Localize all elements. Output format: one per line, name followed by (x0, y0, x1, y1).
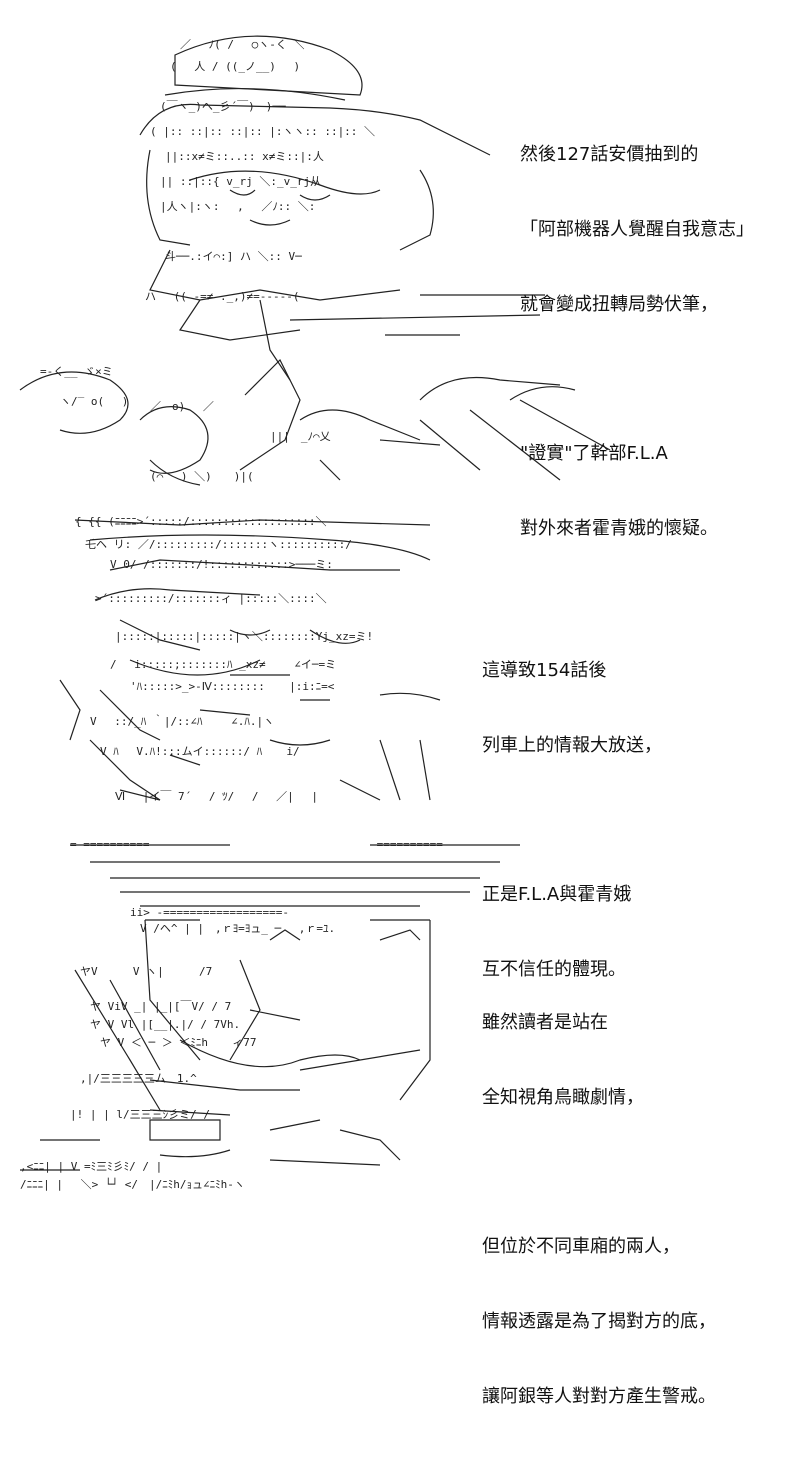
caption-1: 然後127話安價抽到的 「阿部機器人覺醒自我意志」 就會變成扭轉局勢伏筆， "證… (520, 92, 754, 591)
caption-line: "證實"了幹部F.L.A (520, 443, 668, 464)
ascii-art-character-with-trains: ／ ﾉ( / ○ヽ-く ＼ ( 人 / ((_ノ__) ) (￣ヽ_)へ_彡´￣… (0, 0, 800, 500)
svg-text:|:::::|:::::|:::::|ヽ＼::::::::Y: |:::::|:::::|:::::|ヽ＼::::::::Yj_xz=ミ! (115, 630, 373, 643)
caption-2: 這導致154話後 列車上的情報大放送， 正是F.L.A與霍青娥 互不信任的體現。 (482, 608, 662, 1032)
caption-line: 列車上的情報大放送， (482, 735, 662, 756)
ascii-art-character-closeup: { {{ (ﾆﾆﾆﾆ>´:::::/:::::::::::::::::::＼ 乇… (0, 500, 800, 820)
caption-line: 就會變成扭轉局勢伏筆， (520, 294, 718, 315)
svg-text:ii> -==================-: ii> -==================- (130, 906, 289, 919)
caption-line: 雖然讀者是站在 (482, 1012, 608, 1033)
svg-text:乇ヘ リ: ／/:::::::::/:::::::ヽ::::: 乇ヘ リ: ／/:::::::::/:::::::ヽ::::::::::/ (85, 538, 352, 551)
svg-text:|| ::|::{ v_rj ＼:_v_rj从: || ::|::{ v_rj ＼:_v_rj从 (160, 175, 321, 188)
svg-text:-==========-: -==========- (370, 838, 449, 851)
svg-text:ヤ V ＜ ─ ＞ ＜ﾐﾆh ィ77: ヤ V ＜ ─ ＞ ＜ﾐﾆh ィ77 (100, 1036, 256, 1049)
svg-text:ハ (( -=≠ ._,)≠=-----(: ハ (( -=≠ ._,)≠=-----( (145, 290, 299, 303)
svg-text:ヤ ViV _| |_|[￣V/ / 7: ヤ ViV _| |_|[￣V/ / 7 (90, 999, 231, 1013)
svg-text:>´:::::::::/:::::::ィ |:::::＼::: >´:::::::::/:::::::ィ |:::::＼::::＼ (95, 592, 327, 605)
svg-text:Ⅵ |イ￣ 7´ / ﾂ/ / ／| |: Ⅵ |イ￣ 7´ / ﾂ/ / ／| | (115, 789, 318, 803)
caption-gap (520, 367, 754, 391)
svg-text:V ::/_ﾊ ｀|/::∠ﾊ ∠.ﾊ.|ヽ: V ::/_ﾊ ｀|/::∠ﾊ ∠.ﾊ.|ヽ (90, 713, 274, 728)
svg-text:||::x≠ミ::..:: x≠ミ::|:人: ||::x≠ミ::..:: x≠ミ::|:人 (165, 150, 324, 163)
svg-text:ヽ/‾ o( ): ヽ/‾ o( ) (60, 395, 128, 408)
caption-gap (482, 1160, 716, 1184)
caption-line: 全知視角鳥瞰劇情， (482, 1087, 644, 1108)
svg-text:'ﾊ:::::>_>‐Ⅳ:::::::: |:i:ﾆ=<: 'ﾊ:::::>_>‐Ⅳ:::::::: |:i:ﾆ=< (130, 680, 335, 693)
svg-text:,|/三三三三三ム 1.^: ,|/三三三三三ム 1.^ (80, 1072, 197, 1085)
caption-line: 但位於不同車廂的兩人， (482, 1236, 680, 1257)
svg-text:{ {{ (ﾆﾆﾆﾆ>´:::::/::::::::::::: { {{ (ﾆﾆﾆﾆ>´:::::/:::::::::::::::::::＼ (75, 515, 327, 528)
caption-line: 正是F.L.A與霍青娥 (482, 884, 632, 905)
svg-text:( |:: ::|:: ::|:: |:ヽヽ:: ::|::: ( |:: ::|:: ::|:: |:ヽヽ:: ::|:: ＼ (150, 125, 375, 138)
svg-text:( 人 / ((_ノ__) ): ( 人 / ((_ノ__) ) (170, 60, 300, 73)
svg-text:||| _ﾉ⌒乂: ||| _ﾉ⌒乂 (270, 430, 331, 443)
ascii-art-drawing-3: =‐==========- -==========- ii> -========… (20, 838, 520, 1191)
svg-text:=-く__ ゞ×ミ: =-く__ ゞ×ミ (40, 365, 113, 378)
caption-line: 「阿部機器人覺醒自我意志」 (520, 219, 754, 240)
caption-line: 這導致154話後 (482, 660, 607, 681)
panel-3: =‐==========- -==========- ii> -========… (0, 820, 800, 1407)
svg-text:|人ヽ|:ヽ: , ／ﾉ:: ＼:: |人ヽ|:ヽ: , ／ﾉ:: ＼: (160, 200, 315, 213)
svg-text:ヤV V ヽ| /7: ヤV V ヽ| /7 (80, 965, 212, 978)
caption-line: 互不信任的體現。 (482, 959, 626, 980)
ascii-art-drawing-1: ／ ﾉ( / ○ヽ-く ＼ ( 人 / ((_ノ__) ) (￣ヽ_)へ_彡´￣… (19, 35, 611, 486)
caption-line: 對外來者霍青娥的懷疑。 (520, 518, 718, 539)
caption-line: 情報透露是為了揭對方的底， (482, 1311, 716, 1332)
svg-text:/ i:::::;:::::::ﾊ _xz≠ ∠イ─=: / i:::::;:::::::ﾊ _xz≠ ∠イ─=ミ (110, 658, 336, 671)
svg-text:(⌒ ) ＼) )|(: (⌒ ) ＼) )|( (150, 470, 254, 483)
svg-text:V ﾊ V.ﾊ!:::ムイ::::::/ ﾊ i/: V ﾊ V.ﾊ!:::ムイ::::::/ ﾊ i/ (100, 745, 300, 758)
caption-3: 雖然讀者是站在 全知視角鳥瞰劇情， 但位於不同車廂的兩人， 情報透露是為了揭對方… (482, 960, 716, 1459)
svg-text:(￣ヽ_)へ_彡´￣) )──: (￣ヽ_)へ_彡´￣) )── (160, 99, 286, 113)
svg-text:=‐==========-: =‐==========- (70, 838, 156, 851)
svg-text:V 0/ /:::::::/!::::::::::::>──: V 0/ /:::::::/!::::::::::::>───ミ: (110, 558, 333, 571)
svg-text:／ ﾉ( / ○ヽ-く ＼: ／ ﾉ( / ○ヽ-く ＼ (180, 38, 304, 51)
svg-text:,<ﾆﾆ| | V =ﾐ三ﾐ彡ﾐ/ / |: ,<ﾆﾆ| | V =ﾐ三ﾐ彡ﾐ/ / | (20, 1160, 162, 1173)
svg-text:斗──.:イ⌒:] ハ ＼:: V─: 斗──.:イ⌒:] ハ ＼:: V─ (165, 250, 302, 263)
svg-text:/ﾆﾆﾆ| | ＼> └┘ </ |/ﾆﾐh/ｮュ∠ﾆﾐh: /ﾆﾆﾆ| | ＼> └┘ </ |/ﾆﾐh/ｮュ∠ﾆﾐh‐ヽ (20, 1177, 245, 1191)
ascii-art-drawing-2: { {{ (ﾆﾆﾆﾆ>´:::::/:::::::::::::::::::＼ 乇… (59, 515, 441, 803)
ascii-art-character-smirk: =‐==========- -==========- ii> -========… (0, 820, 800, 1200)
panel-1: ／ ﾉ( / ○ヽ-く ＼ ( 人 / ((_ノ__) ) (￣ヽ_)へ_彡´￣… (0, 0, 800, 539)
svg-text:ヤ V Vl |[__|.|/ / 7Vh.: ヤ V Vl |[__|.|/ / 7Vh. (90, 1018, 240, 1031)
svg-text:／ o) ／: ／ o) ／ (150, 400, 214, 413)
caption-line: 讓阿銀等人對對方產生警戒。 (482, 1386, 716, 1407)
svg-text:V /ヘ^ | | ,ｒﾖ=ﾖュ_ ─ ,ｒ=ﾕ.: V /ヘ^ | | ,ｒﾖ=ﾖュ_ ─ ,ｒ=ﾕ. (140, 922, 335, 935)
caption-line: 然後127話安價抽到的 (520, 144, 699, 165)
svg-text:|! | | l/三三三ｼ彡ミ/ /: |! | | l/三三三ｼ彡ミ/ / (70, 1108, 210, 1121)
panel-2: { {{ (ﾆﾆﾆﾆ>´:::::/:::::::::::::::::::＼ 乇… (0, 500, 800, 980)
